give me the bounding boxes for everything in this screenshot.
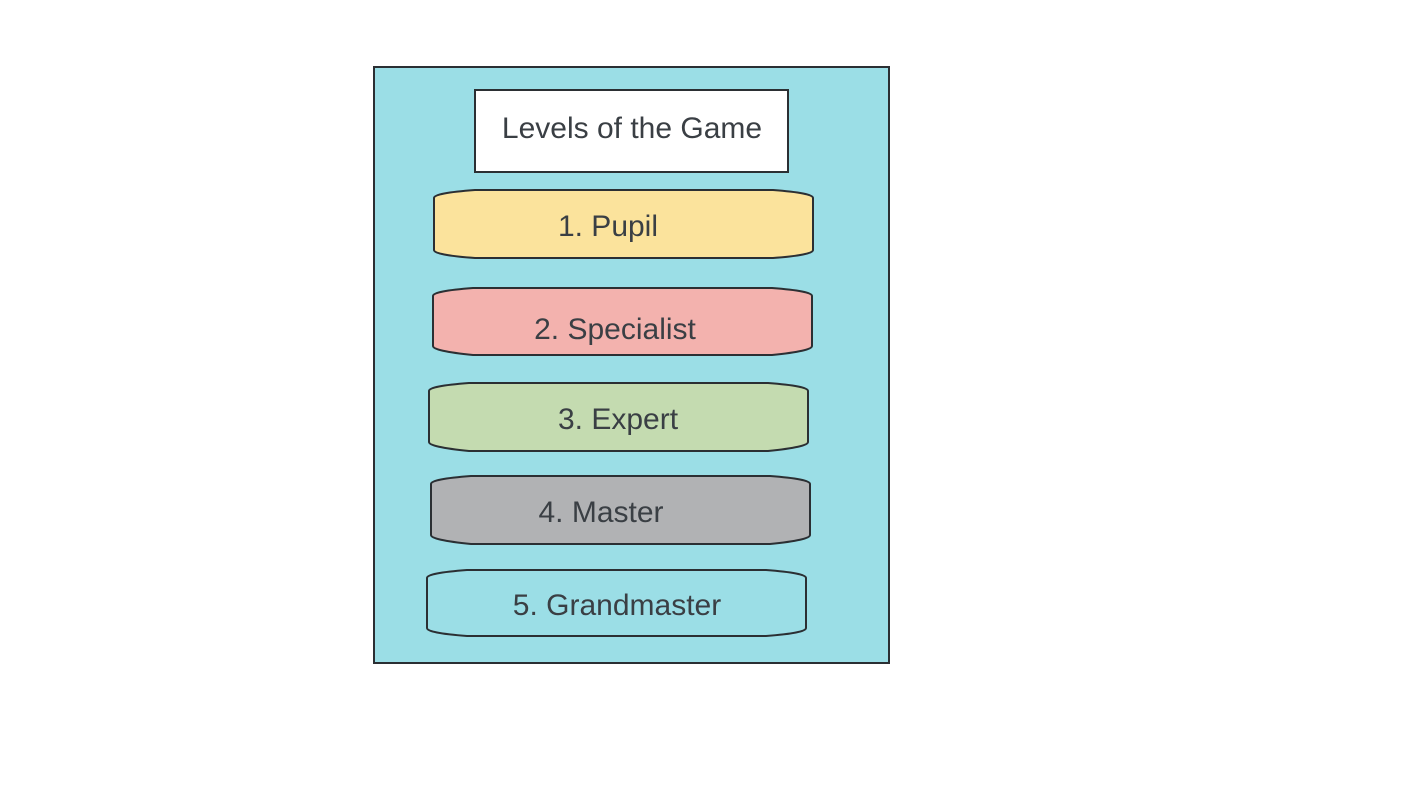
level-specialist-label: 2. Specialist xyxy=(534,313,696,346)
level-specialist: 2. Specialist xyxy=(432,287,813,356)
level-expert: 3. Expert xyxy=(428,382,809,452)
level-master-shape xyxy=(430,475,811,545)
level-expert-shape xyxy=(428,382,809,452)
level-grandmaster-shape xyxy=(426,569,807,637)
level-expert-label: 3. Expert xyxy=(558,403,679,436)
level-pupil-label: 1. Pupil xyxy=(558,210,658,243)
level-specialist-shape xyxy=(432,287,813,356)
level-pupil: 1. Pupil xyxy=(433,189,814,259)
level-master-label: 4. Master xyxy=(538,496,663,529)
level-grandmaster-label: 5. Grandmaster xyxy=(513,589,721,622)
title-box xyxy=(474,89,789,173)
diagram-title: Levels of the Game xyxy=(502,112,762,145)
level-grandmaster: 5. Grandmaster xyxy=(426,569,807,637)
level-pupil-shape xyxy=(433,189,814,259)
level-master: 4. Master xyxy=(430,475,811,545)
